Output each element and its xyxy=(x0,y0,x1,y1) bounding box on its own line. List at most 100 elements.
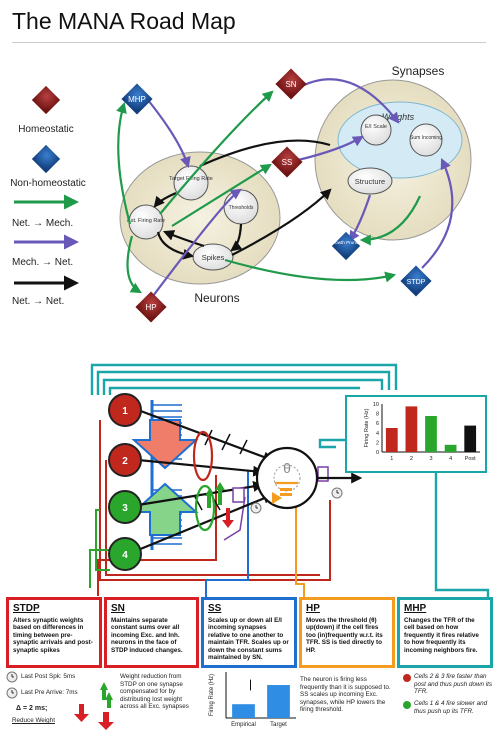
hp-box: HP Moves the threshold (θ) up(down) if t… xyxy=(299,597,395,668)
est-to-ss-arrow xyxy=(171,163,272,227)
mhp-box-body: Changes the TFR of the cell based on how… xyxy=(404,617,479,654)
spikes-label: Spikes xyxy=(202,253,225,262)
mhp-label: MHP xyxy=(128,95,146,104)
chart1-ylabel: Firing Rate (Hz) xyxy=(364,408,370,447)
mhp-box-head: MHP xyxy=(404,603,427,614)
weight-reduction-note: Weight reduction from STDP on one synaps… xyxy=(120,673,189,711)
chart1-xtick-0: 1 xyxy=(390,456,393,462)
sum-incoming-node xyxy=(409,123,443,157)
est-to-sn-arrow xyxy=(159,90,274,215)
title-divider xyxy=(12,42,486,43)
ss-label: SS xyxy=(282,158,293,167)
legend-net-to-mech: Net. → Mech. xyxy=(12,218,73,229)
sn-diamond: SN xyxy=(275,68,307,100)
homeostatic-diamond-icon xyxy=(31,85,61,115)
tfr-arrow xyxy=(153,191,177,208)
sn-box: SN Maintains separate constant sums over… xyxy=(104,597,199,668)
est-to-hp-arrow xyxy=(126,235,142,294)
sn-box-body: Maintains separate constant sums over al… xyxy=(111,617,183,654)
chart1-ytick-3: 6 xyxy=(376,421,379,427)
ss-box: SS Scales up or down all E/I incoming sy… xyxy=(201,597,297,668)
neurons-label: Neurons xyxy=(194,291,239,305)
spikes-to-synapses-arrow xyxy=(231,188,332,256)
chart1-ytick-1: 2 xyxy=(376,440,379,446)
mhp-to-tfr-arrow xyxy=(147,99,191,169)
legend-net-to-net: Net. → Net. xyxy=(12,296,64,307)
reduce-weight-note: Reduce Weight xyxy=(12,717,55,724)
weight-reduction-arrows-icon xyxy=(98,682,114,730)
ss-box-head: SS xyxy=(208,603,222,614)
chart1-xtick-1: 2 xyxy=(410,456,413,462)
stdp-box-head: STDP xyxy=(13,603,40,614)
ei-scale-node xyxy=(360,114,392,146)
ss-box-body: Scales up or down all E/I incoming synap… xyxy=(208,617,289,662)
cell-4-label: 4 xyxy=(122,550,128,561)
growth-pruning-diamond: Growth Pruning xyxy=(330,231,362,261)
mhp-diamond: MHP xyxy=(121,83,153,115)
down-scale-arrow-icon xyxy=(131,419,199,470)
up-scale-arrow-icon xyxy=(131,482,199,536)
hp-note: The neuron is firing less frequently tha… xyxy=(300,676,391,714)
hp-diamond: HP xyxy=(135,291,167,323)
target-firing-rate-node xyxy=(173,165,209,201)
chart1-ytick-0: 0 xyxy=(376,450,379,456)
chart1-bar-3 xyxy=(425,416,437,452)
page-title: The MANA Road Map xyxy=(12,8,236,34)
mhp-green-note: Cells 1 & 4 fire slower and thus push up… xyxy=(414,700,488,715)
last-pre-note: Last Pre Arrive: 7ms xyxy=(21,689,78,696)
reduce-weight-arrow-icon xyxy=(74,704,89,722)
structure-label: Structure xyxy=(355,177,385,186)
chart1-bar-4 xyxy=(444,444,457,452)
thresholds-label: Thresholds xyxy=(229,205,254,211)
est-arrow xyxy=(162,230,205,248)
synapses-to-neurons-line xyxy=(199,139,331,168)
green-cell-dot-icon xyxy=(403,701,411,709)
chart1-xtick-3: 4 xyxy=(449,456,452,462)
legend-homeostatic: Homeostatic xyxy=(18,124,74,135)
chart1-xtick-4: Post xyxy=(465,456,476,462)
cell-2: 2 xyxy=(108,443,142,477)
threshold-arrow xyxy=(230,223,243,252)
delta-note: Δ = 2 ms; xyxy=(16,705,48,712)
stdp-box-body: Alters synaptic weights based on differe… xyxy=(13,617,93,654)
legend: Homeostatic Non-homeostatic Net. → Mech.… xyxy=(10,85,86,307)
chart1-xtick-2: 3 xyxy=(429,456,432,462)
spikes-to-stdp-arrow xyxy=(224,258,397,283)
last-post-clock-icon xyxy=(6,671,18,683)
stdp-window-marker xyxy=(232,487,245,503)
chart2-xtick-1: Target xyxy=(270,722,287,728)
sn-box-head: SN xyxy=(111,603,125,614)
post-neuron-soma xyxy=(255,446,319,510)
chart2-bar-Target xyxy=(267,685,290,718)
chart1-ytick-4: 8 xyxy=(376,412,379,418)
ss-to-ei-arrow xyxy=(297,135,364,162)
chart1-ytick-2: 4 xyxy=(376,431,379,437)
sn-to-sum-arrow xyxy=(297,78,400,124)
structure-node xyxy=(347,167,393,195)
post-spike-marker xyxy=(317,466,329,482)
synapses-label: Synapses xyxy=(392,64,445,78)
legend-mech-to-net: Mech. → Net. xyxy=(12,257,73,268)
non-homeostatic-diamond-icon xyxy=(31,144,61,174)
cell-3-label: 3 xyxy=(122,503,128,514)
cell-4: 4 xyxy=(108,537,142,571)
stdp-box: STDP Alters synaptic weights based on di… xyxy=(6,597,102,668)
mhp-box: MHP Changes the TFR of the cell based on… xyxy=(397,597,493,668)
last-pre-clock-icon xyxy=(6,687,18,699)
stdp-label: STDP xyxy=(407,279,426,286)
cell-2-label: 2 xyxy=(122,456,128,467)
ei-scale-label: E/I Scale xyxy=(365,124,387,130)
hp-box-head: HP xyxy=(306,603,320,614)
pre-arrive-clock-icon xyxy=(250,502,262,514)
theta-label: θ xyxy=(283,460,291,476)
hp-box-body: Moves the threshold (θ) up(down) if the … xyxy=(306,617,383,654)
hp-label: HP xyxy=(145,303,156,312)
chart2-ylabel: Firing Rate (Hz) xyxy=(209,674,215,716)
legend-non-homeostatic: Non-homeostatic xyxy=(10,178,86,189)
stdp-diamond: STDP xyxy=(400,265,432,297)
cell-1-label: 1 xyxy=(122,406,128,417)
